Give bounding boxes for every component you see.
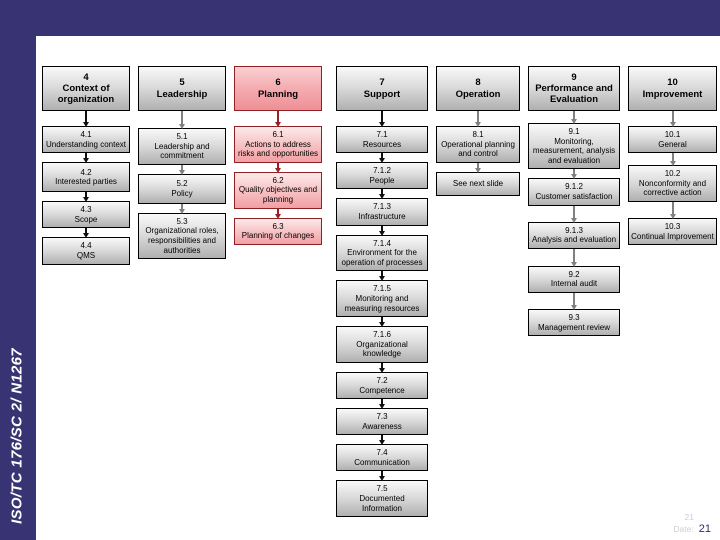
clause-10-header: 10 Improvement bbox=[628, 66, 717, 111]
arrow-down-icon bbox=[628, 153, 717, 165]
clause-box-5-1: 5.1 Leadership and commitment bbox=[138, 128, 226, 165]
arrow-down-icon bbox=[336, 226, 428, 235]
clause-box-9-1-2: 9.1.2 Customer satisfaction bbox=[528, 178, 620, 206]
clause-9-header: 9 Performance and Evaluation bbox=[528, 66, 620, 111]
clause-box-5-3: 5.3 Organizational roles, responsibiliti… bbox=[138, 212, 226, 260]
clause-box-4-4: 4.4 QMS bbox=[42, 237, 130, 265]
arrow-down-icon bbox=[336, 363, 428, 372]
arrow-down-icon bbox=[336, 435, 428, 444]
clause-box-7-3: 7.3 Awareness bbox=[336, 408, 428, 436]
clause-box-7-2: 7.2 Competence bbox=[336, 371, 428, 400]
clause-8-header: 8 Operation bbox=[436, 66, 520, 111]
slide-footer: 21 Date: 21 bbox=[673, 512, 711, 535]
column-clause-9: 9 Performance and Evaluation 9.1 Monitor… bbox=[528, 66, 620, 337]
arrow-down-icon bbox=[436, 111, 520, 126]
arrow-down-icon bbox=[336, 271, 428, 280]
clause-box-6-1: 6.1 Actions to address risks and opportu… bbox=[234, 126, 322, 163]
clause-box-10-1: 10.1 General bbox=[628, 126, 717, 154]
arrow-down-icon bbox=[234, 163, 322, 172]
clause-number: 5 bbox=[179, 77, 185, 89]
clause-box-7-5: 7.5 Documented Information bbox=[336, 480, 428, 518]
see-next-slide-box: See next slide bbox=[436, 171, 520, 196]
column-clause-10: 10 Improvement 10.1 General 10.2 Nonconf… bbox=[628, 66, 717, 246]
arrow-down-icon bbox=[336, 317, 428, 326]
clause-box-7-1: 7.1 Resources bbox=[336, 126, 428, 154]
clause-box-6-3: 6.3 Planning of changes bbox=[234, 217, 322, 245]
clause-box-10-2: 10.2 Nonconformity and corrective action bbox=[628, 165, 717, 202]
column-clause-4: 4 Context of organization 4.1 Understand… bbox=[42, 66, 130, 265]
arrow-down-icon bbox=[528, 206, 620, 222]
clause-box-9-3: 9.3 Management review bbox=[528, 308, 620, 337]
arrow-down-icon bbox=[138, 111, 226, 128]
clause-5-header: 5 Leadership bbox=[138, 66, 226, 111]
arrow-down-icon bbox=[528, 169, 620, 178]
footer-faint-number: 21 bbox=[684, 512, 694, 522]
clause-number: 4 bbox=[83, 71, 89, 83]
clause-box-4-2: 4.2 Interested parties bbox=[42, 162, 130, 193]
arrow-down-icon bbox=[138, 165, 226, 174]
sidebar-document-reference: ISO/TC 176/SC 2/ N1267 bbox=[8, 348, 26, 524]
clause-title: Planning bbox=[257, 88, 299, 100]
clause-box-4-3: 4.3 Scope bbox=[42, 201, 130, 229]
arrow-down-icon bbox=[528, 249, 620, 266]
clause-title: Support bbox=[363, 88, 401, 100]
arrow-down-icon bbox=[336, 189, 428, 198]
clause-number: 7 bbox=[379, 77, 385, 89]
clause-6-header: 6 Planning bbox=[234, 66, 322, 111]
column-clause-8: 8 Operation 8.1 Operational planning and… bbox=[436, 66, 520, 196]
clause-box-5-2: 5.2 Policy bbox=[138, 173, 226, 204]
slide-number: 21 bbox=[698, 523, 711, 535]
clause-number: 10 bbox=[667, 77, 678, 89]
clause-box-6-2: 6.2 Quality objectives and planning bbox=[234, 171, 322, 209]
clause-box-7-4: 7.4 Communication bbox=[336, 444, 428, 472]
arrow-down-icon bbox=[42, 153, 130, 162]
clause-box-9-1-3: 9.1.3 Analysis and evaluation bbox=[528, 221, 620, 249]
clause-4-header: 4 Context of organization bbox=[42, 66, 130, 111]
arrow-down-icon bbox=[336, 111, 428, 126]
arrow-down-icon bbox=[336, 153, 428, 162]
column-clause-6: 6 Planning 6.1 Actions to address risks … bbox=[234, 66, 322, 245]
clause-box-7-1-5: 7.1.5 Monitoring and measuring resources bbox=[336, 280, 428, 318]
column-clause-7: 7 Support 7.1 Resources 7.1.2 People 7.1… bbox=[336, 66, 428, 518]
clause-number: 8 bbox=[475, 77, 481, 89]
clause-title: Leadership bbox=[156, 88, 208, 100]
arrow-down-icon bbox=[234, 209, 322, 218]
clause-box-7-1-2: 7.1.2 People bbox=[336, 162, 428, 190]
arrow-down-icon bbox=[628, 202, 717, 218]
clause-box-10-3: 10.3 Continual Improvement bbox=[628, 217, 717, 246]
arrow-down-icon bbox=[138, 204, 226, 213]
clause-7-header: 7 Support bbox=[336, 66, 428, 111]
arrow-down-icon bbox=[436, 163, 520, 172]
column-clause-5: 5 Leadership 5.1 Leadership and commitme… bbox=[138, 66, 226, 260]
clause-box-7-1-3: 7.1.3 Infrastructure bbox=[336, 198, 428, 226]
top-border-bar bbox=[0, 0, 720, 36]
arrow-down-icon bbox=[628, 111, 717, 126]
left-border-bar: ISO/TC 176/SC 2/ N1267 bbox=[0, 0, 36, 540]
arrow-down-icon bbox=[42, 228, 130, 237]
clause-title: Improvement bbox=[642, 88, 703, 100]
clause-title: Performance and Evaluation bbox=[535, 82, 613, 106]
arrow-down-icon bbox=[528, 293, 620, 309]
clause-title: Operation bbox=[455, 88, 501, 100]
clause-number: 6 bbox=[275, 77, 281, 89]
clause-box-8-1: 8.1 Operational planning and control bbox=[436, 126, 520, 163]
footer-date-label: Date: bbox=[673, 524, 694, 534]
arrow-down-icon bbox=[336, 471, 428, 480]
clause-box-7-1-6: 7.1.6 Organizational knowledge bbox=[336, 326, 428, 363]
clause-title: Context of organization bbox=[57, 82, 115, 106]
clause-number: 9 bbox=[571, 71, 577, 83]
arrow-down-icon bbox=[528, 111, 620, 123]
arrow-down-icon bbox=[42, 111, 130, 126]
arrow-down-icon bbox=[234, 111, 322, 126]
clause-box-4-1: 4.1 Understanding context bbox=[42, 126, 130, 154]
arrow-down-icon bbox=[42, 192, 130, 201]
clause-box-9-1: 9.1 Monitoring, measurement, analysis an… bbox=[528, 123, 620, 170]
clause-box-7-1-4: 7.1.4 Environment for the operation of p… bbox=[336, 234, 428, 272]
clause-box-9-2: 9.2 Internal audit bbox=[528, 265, 620, 293]
arrow-down-icon bbox=[336, 399, 428, 408]
